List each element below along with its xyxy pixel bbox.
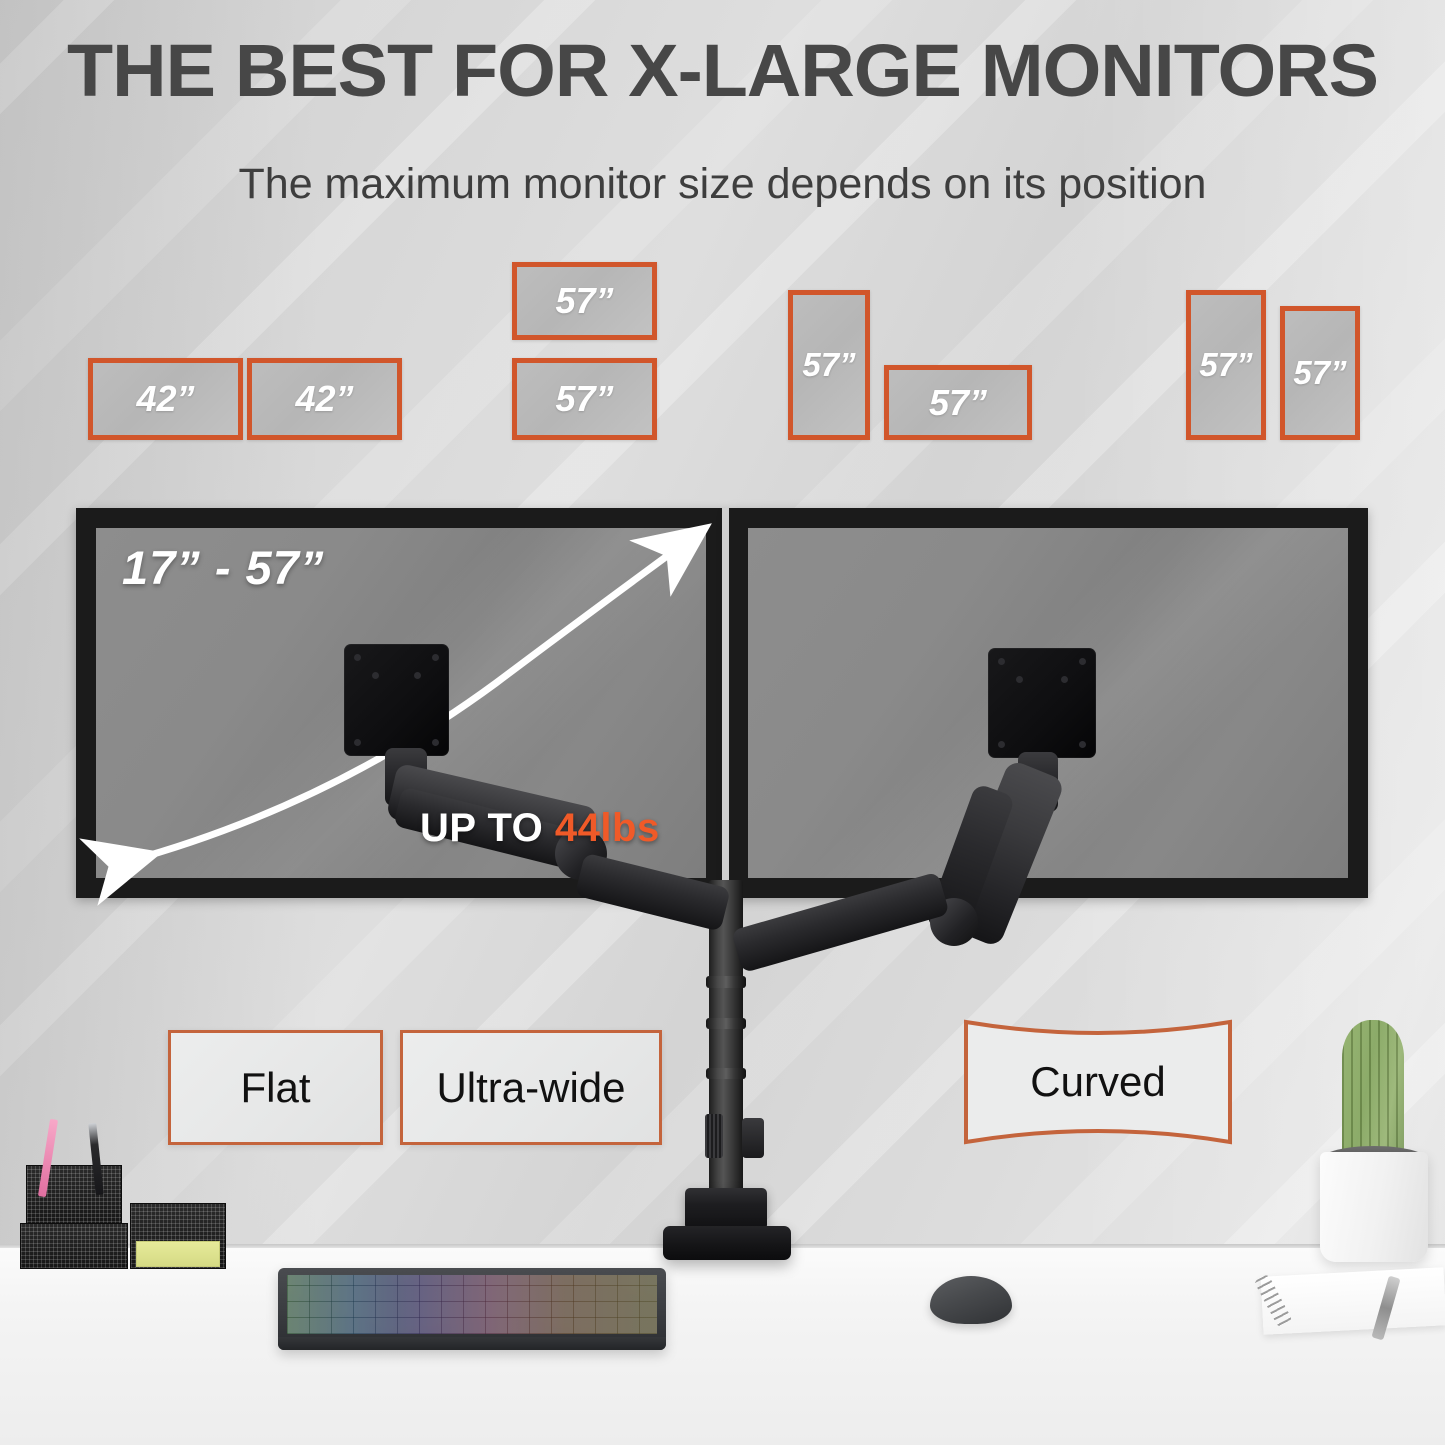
size-badge-57-portrait-right: 57”: [1280, 306, 1360, 440]
vesa-screw-hole: [354, 739, 361, 746]
size-range-label: 17” - 57”: [122, 541, 325, 594]
size-badge-label: 42”: [295, 378, 354, 419]
vesa-screw-hole: [432, 739, 439, 746]
vesa-screw-hole: [1061, 676, 1068, 683]
size-badge-label: 57”: [802, 346, 856, 383]
cactus-pot: [1320, 1152, 1428, 1262]
feature-badge-curved: Curved: [962, 1018, 1234, 1146]
feature-badge-flat: Flat: [168, 1030, 383, 1145]
left-vesa-plate: [344, 644, 449, 756]
desk-clamp-upper: [685, 1188, 767, 1230]
size-badge-label: 57”: [928, 381, 988, 423]
size-badge-57-stacked-bottom: 57”: [512, 358, 657, 440]
feature-badge-ultra-wide: Ultra-wide: [400, 1030, 662, 1145]
pole-height-knob: [742, 1118, 764, 1158]
vesa-screw-hole: [998, 741, 1005, 748]
feature-badge-label: Ultra-wide: [436, 1063, 626, 1111]
feature-badge-label: Curved: [1030, 1058, 1166, 1105]
weight-value: 44lbs: [554, 806, 660, 850]
vesa-screw-hole: [1079, 658, 1086, 665]
desk-surface: [0, 1248, 1445, 1445]
curved-badge-shape: [964, 1019, 1232, 1145]
keyboard-chassis: [278, 1337, 666, 1350]
pole-segment-ring-2: [706, 1018, 746, 1029]
size-badge-label: 57”: [1199, 346, 1253, 383]
vesa-screw-hole: [372, 672, 379, 679]
vesa-screw-hole: [1016, 676, 1023, 683]
feature-badge-label: Flat: [240, 1063, 311, 1111]
organizer-tray-left: [20, 1223, 128, 1269]
desk-organizer: [18, 1118, 236, 1270]
size-range-arrow: [79, 523, 712, 906]
size-badge-57-stacked-top: 57”: [512, 262, 657, 340]
size-badge-label: 57”: [555, 378, 614, 419]
right-vesa-plate: [988, 648, 1096, 758]
keyboard-keys: [287, 1275, 657, 1334]
pole-segment-ring-1: [706, 976, 746, 988]
size-badge-label: 42”: [136, 378, 195, 419]
desk-clamp-base: [663, 1226, 791, 1260]
vesa-screw-hole: [1079, 741, 1086, 748]
vesa-screw-hole: [414, 672, 421, 679]
pole-collar: [705, 1114, 723, 1158]
size-badge-label: 57”: [555, 280, 614, 321]
sticky-notes: [136, 1241, 220, 1267]
size-badge-42-right: 42”: [247, 358, 402, 440]
page-subtitle: The maximum monitor size depends on its …: [238, 160, 1207, 208]
monitor-gap: [722, 508, 729, 898]
size-badge-42-left: 42”: [88, 358, 243, 440]
mechanical-keyboard: [278, 1268, 666, 1350]
size-badge-label: 57”: [1293, 354, 1347, 391]
pole-segment-ring-3: [706, 1068, 746, 1079]
weight-prefix: UP TO: [420, 806, 555, 850]
computer-mouse: [930, 1276, 1012, 1324]
keyboard-rgb-backlight: [287, 1275, 657, 1334]
vesa-screw-hole: [354, 654, 361, 661]
weight-capacity-label: UP TO 44lbs: [420, 806, 660, 851]
spiral-notebook: [1260, 1267, 1445, 1335]
vesa-screw-hole: [432, 654, 439, 661]
vesa-screw-hole: [998, 658, 1005, 665]
size-badge-57-portrait-left: 57”: [1186, 290, 1266, 440]
page-title: THE BEST FOR X-LARGE MONITORS: [67, 29, 1379, 112]
size-badge-57-landscape-group3: 57”: [884, 365, 1032, 440]
size-badge-57-portrait-group3: 57”: [788, 290, 870, 440]
